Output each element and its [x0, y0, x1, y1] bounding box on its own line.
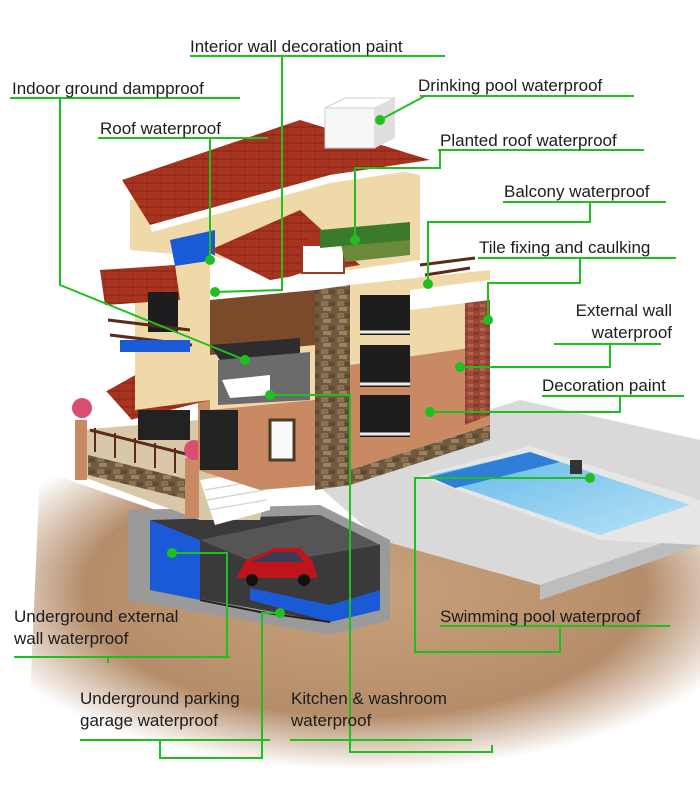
leader-kitchen — [270, 394, 493, 753]
dot-decoration-paint — [425, 407, 435, 417]
stone-tower — [315, 285, 350, 490]
dot-drinking-pool — [375, 115, 385, 125]
dot-planted-roof — [350, 235, 360, 245]
leader-decoration-paint — [430, 395, 684, 413]
leader-underground-external — [14, 552, 230, 663]
leader-balcony — [427, 201, 666, 284]
dot-swimming-pool — [585, 473, 595, 483]
leader-external-wall — [460, 343, 661, 368]
label-external-wall-line1: External wall — [575, 301, 672, 320]
dot-parking — [275, 608, 285, 618]
dot-external-wall — [455, 362, 465, 372]
label-decoration-paint: Decoration paint — [542, 376, 666, 395]
label-underground-parking-garage-waterproof: Underground parking garage waterproof — [80, 688, 280, 732]
leader-tile-fixing — [478, 257, 676, 320]
leader-interior-wall — [190, 55, 445, 293]
label-indoor-ground-dampproof: Indoor ground dampproof — [12, 79, 204, 98]
label-swimming-pool-waterproof: Swimming pool waterproof — [440, 607, 641, 626]
right-wing — [350, 256, 490, 485]
dot-balcony — [423, 279, 433, 289]
dot-indoor-ground — [240, 355, 250, 365]
middle-floor — [100, 260, 315, 410]
label-tile-fixing-and-caulking: Tile fixing and caulking — [479, 238, 651, 257]
label-external-wall-line2: waterproof — [591, 323, 672, 342]
dot-kitchen — [265, 390, 275, 400]
label-external-wall-waterproof: External wall waterproof — [552, 300, 672, 344]
label-kitchen-line2: waterproof — [291, 711, 372, 730]
dot-roof — [205, 255, 215, 265]
underground-garage — [128, 505, 390, 635]
label-parking-line2: garage waterproof — [80, 711, 218, 730]
label-parking-line1: Underground parking — [80, 689, 240, 708]
leader-indoor-ground — [10, 97, 246, 361]
leader-roof — [98, 137, 268, 260]
label-underground-external-line1: Underground external — [14, 607, 179, 626]
leader-dots — [167, 115, 595, 618]
leader-swimming-pool — [414, 477, 670, 653]
dot-interior-wall — [210, 287, 220, 297]
label-interior-wall-decoration-paint: Interior wall decoration paint — [190, 37, 403, 56]
label-balcony-waterproof: Balcony waterproof — [504, 182, 650, 201]
leader-drinking-pool — [379, 95, 634, 121]
label-kitchen-line1: Kitchen & washroom — [291, 689, 447, 708]
label-drinking-pool-waterproof: Drinking pool waterproof — [418, 76, 603, 95]
leader-planted-roof — [354, 149, 644, 240]
main-roof — [122, 97, 430, 232]
label-underground-external-wall-waterproof: Underground external wall waterproof — [14, 606, 224, 650]
dot-tile-fixing — [483, 315, 493, 325]
leader-lines — [10, 55, 684, 759]
label-roof-waterproof: Roof waterproof — [100, 119, 221, 138]
dot-underground-external — [167, 548, 177, 558]
label-underground-external-line2: wall waterproof — [14, 629, 129, 648]
label-kitchen-washroom-waterproof: Kitchen & washroom waterproof — [291, 688, 491, 732]
label-planted-roof-waterproof: Planted roof waterproof — [440, 131, 617, 150]
leader-parking — [80, 612, 280, 759]
car — [236, 548, 318, 586]
